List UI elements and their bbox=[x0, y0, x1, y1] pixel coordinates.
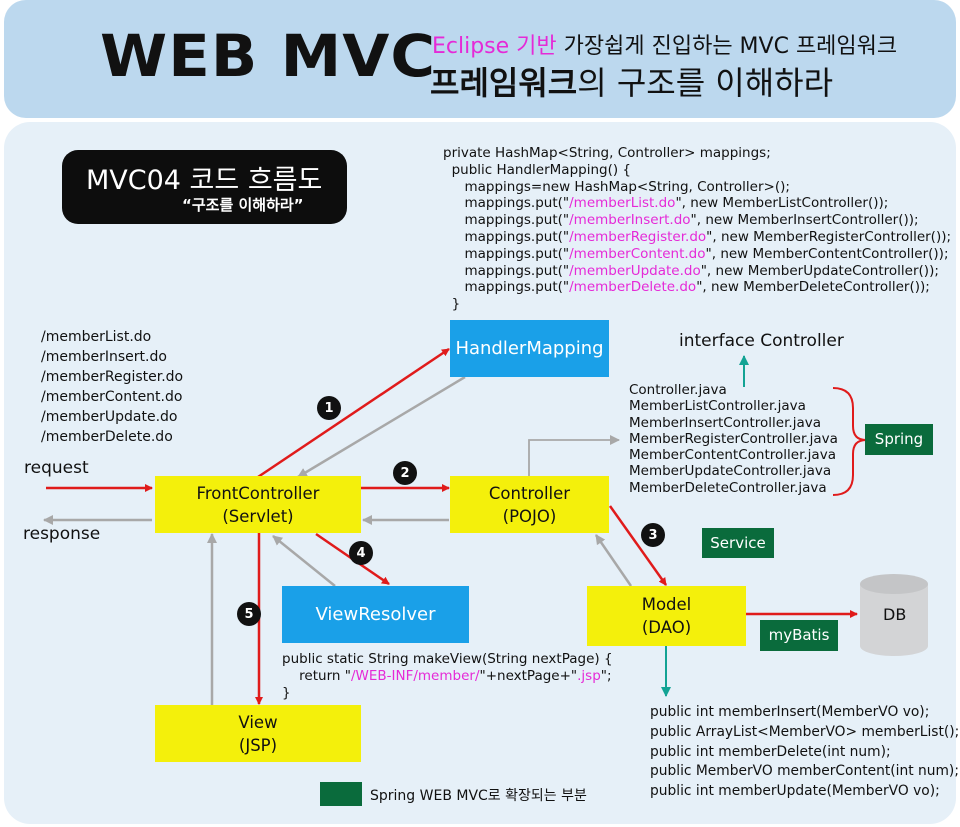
dao-method-list: public int memberInsert(MemberVO vo); pu… bbox=[650, 703, 959, 802]
code-line-put: mappings.put("/memberUpdate.do", new Mem… bbox=[443, 262, 939, 279]
mybatis-tag: myBatis bbox=[760, 620, 838, 651]
dao-method: public int memberInsert(MemberVO vo); bbox=[650, 704, 930, 720]
front-controller-block: FrontController (Servlet) bbox=[155, 476, 361, 533]
step-badge: 2 bbox=[393, 461, 417, 485]
step-badge: 5 bbox=[237, 602, 261, 626]
request-label: request bbox=[24, 458, 89, 478]
url-item: /memberInsert.do bbox=[41, 349, 167, 365]
code-line-method: public static String makeView(String nex… bbox=[282, 651, 613, 667]
handler-mapping-block: HandlerMapping bbox=[450, 320, 609, 377]
flow-title-box: MVC04 코드 흐름도 “구조를 이해하라” bbox=[62, 150, 347, 224]
handler-mapping-code: private HashMap<String, Controller> mapp… bbox=[443, 145, 951, 313]
code-line-put: mappings.put("/memberList.do", new Membe… bbox=[443, 195, 889, 212]
arrow-viewresolver-to-front bbox=[272, 535, 336, 587]
response-label: response bbox=[23, 524, 101, 544]
arrow-controller-to-files bbox=[528, 435, 620, 476]
controller-file: MemberDeleteController.java bbox=[629, 479, 827, 496]
controller-name: Controller bbox=[488, 483, 571, 503]
model-block: Model (DAO) bbox=[587, 586, 746, 646]
step-badge: 1 bbox=[317, 396, 341, 420]
service-tag: Service bbox=[702, 528, 774, 558]
view-block: View (JSP) bbox=[155, 705, 361, 762]
url-item: /memberDelete.do bbox=[41, 429, 173, 445]
db-label: DB bbox=[883, 605, 907, 624]
step-badge: 3 bbox=[641, 523, 665, 547]
front-controller-name: FrontController bbox=[196, 483, 320, 503]
code-line-close: } bbox=[443, 296, 461, 313]
spring-brace bbox=[832, 387, 867, 496]
header-band bbox=[4, 0, 956, 118]
db-cylinder bbox=[860, 574, 928, 656]
spring-tag: Spring bbox=[865, 424, 933, 455]
view-type: (JSP) bbox=[238, 735, 278, 755]
legend-swatch bbox=[320, 782, 362, 806]
code-line-close: } bbox=[282, 684, 291, 701]
model-name: Model bbox=[641, 595, 692, 614]
subtitle-highlight: Eclipse 기반 bbox=[432, 34, 557, 59]
url-item: /memberContent.do bbox=[41, 389, 183, 405]
dao-method: public MemberVO memberContent(int num); bbox=[650, 763, 959, 780]
interface-controller-label: interface Controller bbox=[679, 331, 844, 351]
view-resolver-block: ViewResolver bbox=[282, 586, 469, 643]
arrow-controller-to-model bbox=[608, 505, 668, 586]
arrow-handler-to-front bbox=[297, 375, 466, 479]
controller-file: MemberUpdateController.java bbox=[629, 463, 832, 480]
code-line-put: mappings.put("/memberInsert.do", new Mem… bbox=[443, 212, 919, 229]
flow-title: MVC04 코드 흐름도 bbox=[86, 165, 323, 196]
controller-block: Controller (POJO) bbox=[450, 476, 609, 533]
controller-file-list: Controller.java MemberListController.jav… bbox=[629, 382, 838, 496]
url-item: /memberList.do bbox=[41, 329, 152, 345]
subtitle-line1-rest: 가장쉽게 진입하는 MVC 프레임워크 bbox=[556, 34, 898, 59]
arrow-model-to-controller bbox=[594, 534, 633, 587]
controller-file: MemberRegisterController.java bbox=[629, 430, 838, 447]
controller-file: Controller.java bbox=[629, 382, 727, 398]
legend-label: Spring WEB MVC로 확장되는 부분 bbox=[370, 788, 587, 804]
url-list: /memberList.do /memberInsert.do /memberR… bbox=[41, 327, 183, 447]
url-item: /memberUpdate.do bbox=[41, 409, 178, 425]
subtitle-line1: Eclipse 기반 가장쉽게 진입하는 MVC 프레임워크 bbox=[432, 28, 897, 60]
model-type: (DAO) bbox=[641, 618, 692, 637]
code-line-put: mappings.put("/memberContent.do", new Me… bbox=[443, 245, 949, 262]
viewresolver-code: public static String makeView(String nex… bbox=[282, 651, 613, 701]
front-controller-type: (Servlet) bbox=[222, 506, 294, 526]
dao-method: public int memberUpdate(MemberVO vo); bbox=[650, 783, 940, 800]
controller-file: MemberContentController.java bbox=[629, 447, 836, 464]
step-badge: 4 bbox=[349, 541, 373, 565]
dao-method: public ArrayList<MemberVO> memberList(); bbox=[650, 723, 960, 740]
main-title: WEB MVC bbox=[100, 22, 437, 90]
view-name: View bbox=[238, 712, 278, 732]
arrow-front-to-handler bbox=[257, 347, 450, 479]
url-item: /memberRegister.do bbox=[41, 369, 184, 385]
subtitle-line2-bold: 프레임워크 bbox=[430, 64, 578, 102]
code-line-constructor: public HandlerMapping() { bbox=[443, 161, 631, 178]
subtitle-line2: 프레임워크의 구조를 이해하라 bbox=[430, 58, 833, 104]
controller-file: MemberInsertController.java bbox=[629, 414, 821, 431]
flow-subtitle: “구조를 이해하라” bbox=[182, 196, 304, 214]
code-line-field: private HashMap<String, Controller> mapp… bbox=[443, 145, 771, 161]
code-line-put: mappings.put("/memberRegister.do", new M… bbox=[443, 228, 952, 245]
code-line-return: return "/WEB-INF/member/"+nextPage+".jsp… bbox=[282, 667, 612, 684]
dao-method: public int memberDelete(int num); bbox=[650, 743, 891, 760]
controller-file: MemberListController.java bbox=[629, 398, 806, 415]
code-line-mappings-init: mappings=new HashMap<String, Controller>… bbox=[443, 178, 790, 195]
code-line-put: mappings.put("/memberDelete.do", new Mem… bbox=[443, 279, 930, 296]
subtitle-line2-rest: 의 구조를 이해하라 bbox=[577, 64, 834, 102]
controller-type: (POJO) bbox=[502, 506, 557, 526]
